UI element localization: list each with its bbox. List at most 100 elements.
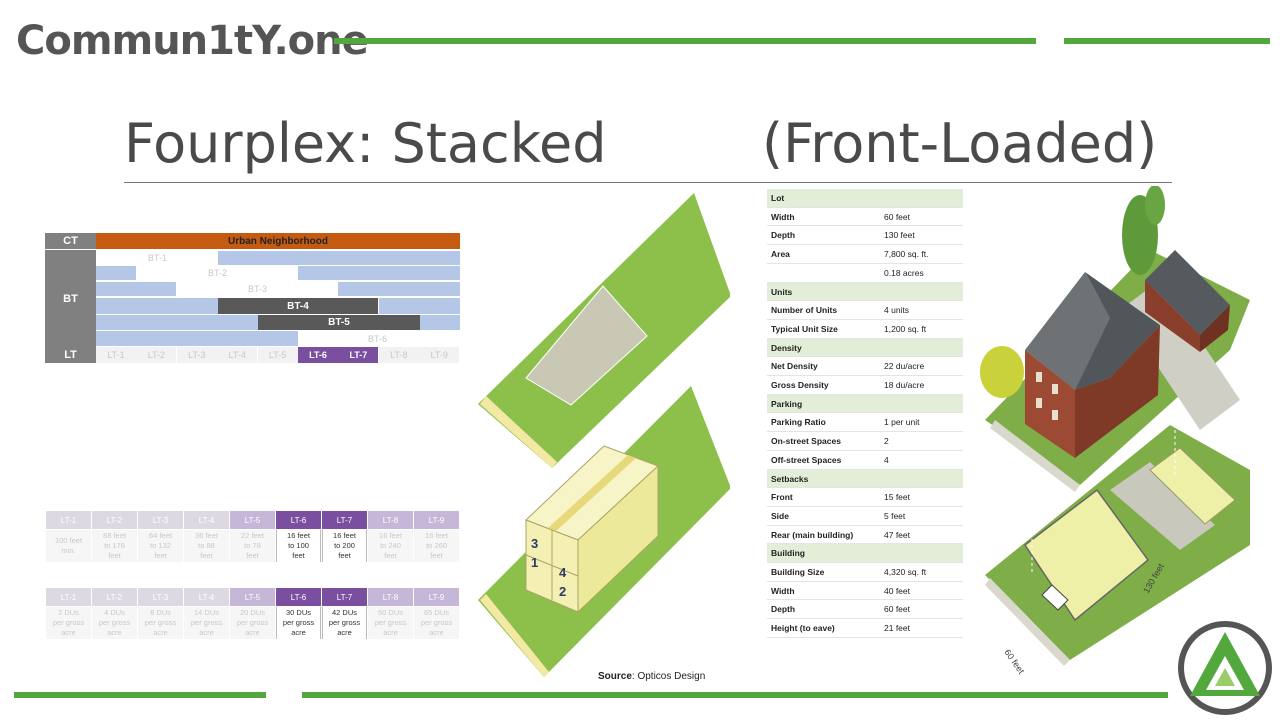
grid-cell-line: 4 DUs bbox=[104, 608, 125, 617]
lt-cell: LT-4 bbox=[217, 347, 258, 363]
lt-cell: LT-1 bbox=[96, 347, 136, 363]
title-underline bbox=[124, 182, 1172, 183]
specs-value: 47 feet bbox=[884, 529, 910, 540]
bt-row-label: BT-2 bbox=[208, 268, 228, 278]
specs-row: Side 5 feet bbox=[767, 507, 963, 526]
sidewalk bbox=[985, 578, 1070, 666]
community-emblem-icon bbox=[1178, 621, 1272, 715]
grid-header: LT-3 bbox=[138, 588, 183, 606]
specs-label: Typical Unit Size bbox=[771, 323, 838, 334]
specs-row: Height (to eave)21 feet bbox=[767, 619, 963, 638]
grid-cell-line: 42 DUs bbox=[331, 608, 357, 617]
specs-section-header: Building bbox=[767, 544, 963, 564]
specs-label: Building Size bbox=[771, 567, 825, 577]
grid-header: LT-5 bbox=[230, 511, 275, 529]
specs-label: Units bbox=[771, 286, 793, 297]
header-rule-left bbox=[334, 38, 1036, 44]
specs-row: 0.18 acres bbox=[767, 264, 963, 283]
bt-bar bbox=[96, 315, 258, 330]
source-value: : Opticos Design bbox=[631, 671, 706, 682]
grid-cell-line: to 176 bbox=[104, 541, 125, 550]
specs-label: On-street Spaces bbox=[771, 436, 841, 447]
grid-header: LT-6 bbox=[276, 588, 321, 606]
specs-label: Side bbox=[771, 510, 789, 521]
grid-cell-line: feet bbox=[292, 551, 305, 560]
grid-cell-line: 16 feet bbox=[333, 531, 356, 540]
bt-row-label: BT-6 bbox=[368, 334, 388, 344]
specs-value: 7,800 sq. ft. bbox=[884, 249, 929, 260]
specs-value: 1,200 sq. ft bbox=[884, 323, 927, 334]
grid-header: LT-2 bbox=[92, 588, 137, 606]
grid-cell-line: acre bbox=[245, 628, 260, 637]
grid-cell-line: acre bbox=[291, 628, 306, 637]
grid-cell-line: to 132 bbox=[150, 541, 171, 550]
grid-cell-line: acre bbox=[107, 628, 122, 637]
grid-header: LT-3 bbox=[138, 511, 183, 529]
house-roof-right bbox=[1075, 272, 1160, 390]
bt-bar bbox=[298, 266, 460, 280]
specs-label: Lot bbox=[771, 193, 785, 203]
grid-cell-line: acre bbox=[153, 628, 168, 637]
lt-cell: LT-7 bbox=[338, 347, 379, 363]
bt-bar bbox=[96, 298, 218, 314]
specs-row: Number of Units 4 units bbox=[767, 301, 963, 320]
grid-cell-line: per gross bbox=[236, 618, 269, 627]
unit-label: 4 bbox=[559, 565, 567, 580]
bt-bar bbox=[338, 282, 460, 296]
specs-value: 1 per unit bbox=[884, 417, 920, 428]
grid-header: LT-9 bbox=[414, 588, 459, 606]
specs-value: 15 feet bbox=[884, 492, 910, 503]
grid-cell-line: per gross bbox=[144, 618, 177, 627]
grid-cell-line: feet bbox=[430, 551, 443, 560]
specs-value: 40 feet bbox=[884, 585, 910, 596]
grid-cell-line: per gross bbox=[98, 618, 131, 627]
brand-logo: Commun1tY.one bbox=[16, 6, 369, 66]
grid-cell-line: min. bbox=[61, 546, 76, 555]
grid-cell-line: per gross bbox=[420, 618, 453, 627]
grid-cell-line: to 240 bbox=[380, 541, 401, 550]
specs-label: Rear (main building) bbox=[771, 529, 854, 540]
driveway bbox=[1110, 462, 1215, 550]
grid-cell-line: 16 feet bbox=[379, 531, 402, 540]
porch bbox=[1041, 584, 1069, 611]
specs-label: Number of Units bbox=[771, 305, 838, 316]
grid-header: LT-7 bbox=[322, 588, 367, 606]
specs-label: Net Density bbox=[771, 361, 818, 372]
driveway bbox=[1120, 280, 1240, 430]
grid-cell-line: 2 DUs bbox=[58, 608, 79, 617]
garage-wall-side bbox=[1200, 305, 1230, 352]
grid-cell-line: acre bbox=[337, 628, 352, 637]
grid-header: LT-8 bbox=[368, 511, 413, 529]
specs-section-header: Lot bbox=[767, 189, 963, 208]
bt-row-label: BT-3 bbox=[248, 284, 268, 294]
unit-label: 3 bbox=[531, 536, 538, 551]
grid-header: LT-6 bbox=[276, 511, 321, 529]
specs-value: 5 feet bbox=[884, 510, 906, 521]
grid-cell-line: 8 DUs bbox=[150, 608, 171, 617]
grid-cell-line: per gross bbox=[282, 618, 315, 627]
specs-row: Typical Unit Size 1,200 sq. ft bbox=[767, 320, 963, 339]
grid-cell-line: 14 DUs bbox=[193, 608, 219, 617]
grid-cell-line: to 88 bbox=[198, 541, 215, 550]
specs-label: Depth bbox=[771, 604, 796, 615]
bt-row-active: BT-4 bbox=[218, 298, 378, 314]
specs-section-header: Units bbox=[767, 282, 963, 302]
specs-value: 4 units bbox=[884, 305, 910, 316]
specs-label: Height (to eave) bbox=[771, 623, 835, 634]
